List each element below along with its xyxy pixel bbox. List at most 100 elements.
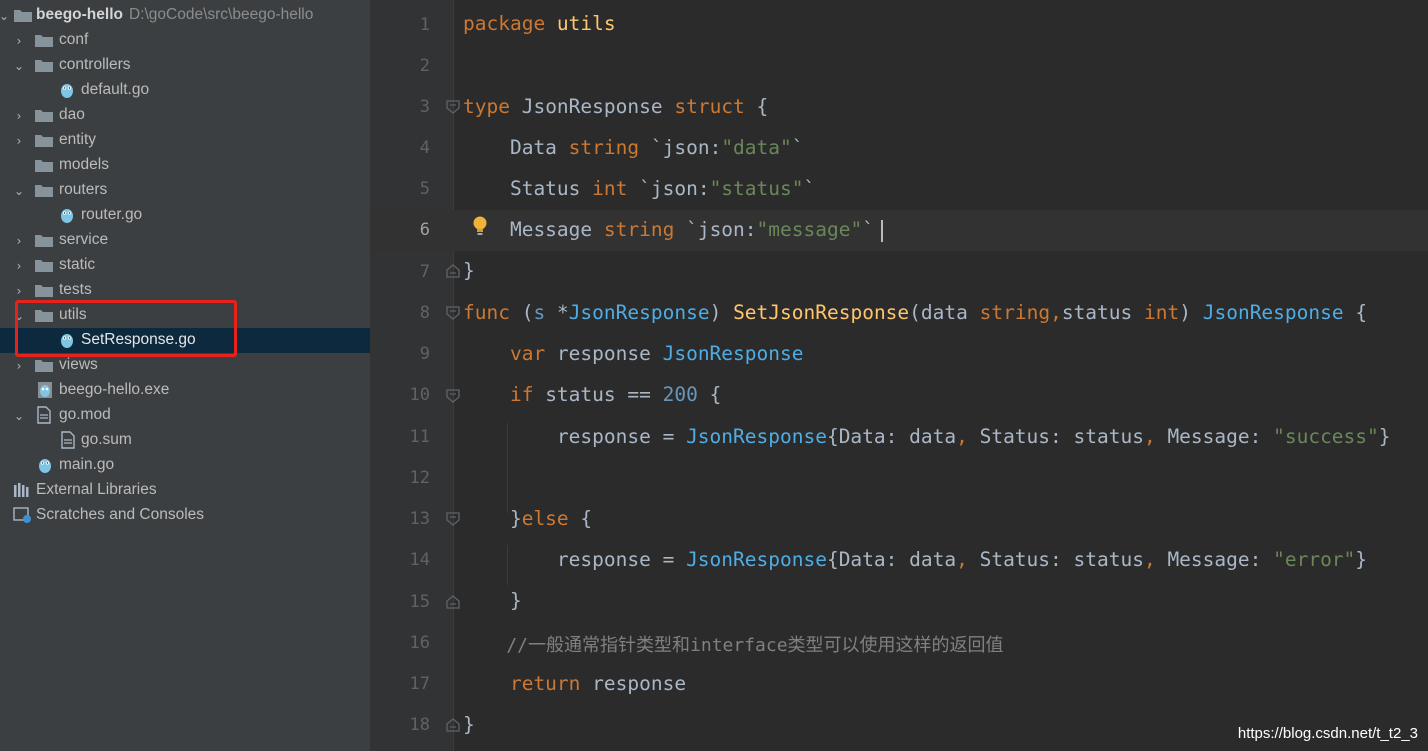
chevron-right-icon[interactable]: › bbox=[16, 234, 22, 248]
chevron-right-icon[interactable]: › bbox=[16, 259, 22, 273]
token: type bbox=[463, 95, 510, 118]
tree-item-label: models bbox=[59, 156, 109, 173]
tree-item-go-sum[interactable]: go.sum bbox=[0, 428, 370, 453]
tree-item-static[interactable]: › static bbox=[0, 253, 370, 278]
chevron-down-icon[interactable]: ⌄ bbox=[13, 309, 25, 323]
code-line-1: package utils bbox=[463, 12, 616, 35]
chevron-down-icon[interactable]: ⌄ bbox=[13, 59, 25, 73]
tree-root-beego-hello[interactable]: ⌄ beego-hello D:\goCode\src\beego-hello bbox=[0, 3, 370, 28]
line-number: 7 bbox=[419, 262, 430, 282]
token: {Data: data bbox=[826, 425, 957, 448]
tree-item-models[interactable]: models bbox=[0, 153, 370, 178]
token: { bbox=[568, 507, 593, 530]
fold-close-icon[interactable] bbox=[446, 595, 460, 609]
tree-item-utils[interactable]: ⌄ utils bbox=[0, 303, 370, 328]
tree-item-label: tests bbox=[59, 281, 92, 298]
fold-close-icon[interactable] bbox=[446, 264, 460, 278]
lightbulb-icon[interactable] bbox=[471, 215, 489, 237]
indent-guide bbox=[507, 545, 508, 585]
tree-item-conf[interactable]: › conf bbox=[0, 28, 370, 53]
code-line-14: response = JsonResponse{Data: data, Stat… bbox=[463, 548, 1367, 571]
line-number: 13 bbox=[409, 509, 430, 529]
fold-open-icon[interactable] bbox=[446, 306, 460, 320]
tree-item-dao[interactable]: › dao bbox=[0, 103, 370, 128]
fold-open-icon[interactable] bbox=[446, 512, 460, 526]
fold-open-icon[interactable] bbox=[446, 389, 460, 403]
tree-item-label: go.mod bbox=[59, 406, 111, 423]
token: {Data: data bbox=[826, 548, 957, 571]
token: string bbox=[603, 218, 675, 241]
line-number-current: 6 bbox=[419, 220, 430, 240]
chevron-right-icon[interactable]: › bbox=[16, 34, 22, 48]
project-path: D:\goCode\src\beego-hello bbox=[128, 6, 314, 23]
token: Message: bbox=[1155, 548, 1274, 571]
indent-guide bbox=[507, 423, 508, 513]
code-line-6: Message string `json:"message"` bbox=[463, 218, 874, 241]
fold-open-icon[interactable] bbox=[446, 100, 460, 114]
tree-item-go-mod[interactable]: ⌄ go.mod bbox=[0, 403, 370, 428]
line-number: 11 bbox=[409, 427, 430, 447]
token: JsonResponse bbox=[1202, 301, 1344, 324]
tree-item-default-go[interactable]: default.go bbox=[0, 78, 370, 103]
tree-item-label: routers bbox=[59, 181, 108, 198]
tree-item-controllers[interactable]: ⌄ controllers bbox=[0, 53, 370, 78]
tree-item-label: External Libraries bbox=[36, 481, 157, 498]
tree-item-views[interactable]: › views bbox=[0, 353, 370, 378]
tree-item-setresponse-go[interactable]: SetResponse.go bbox=[0, 328, 370, 353]
tree-item-router-go[interactable]: router.go bbox=[0, 203, 370, 228]
token: ` bbox=[791, 136, 804, 159]
tree-item-beego-hello-exe[interactable]: beego-hello.exe bbox=[0, 378, 370, 403]
folder-icon bbox=[35, 110, 53, 122]
token: JsonResponse bbox=[662, 342, 804, 365]
chevron-down-icon[interactable]: ⌄ bbox=[0, 9, 10, 23]
chevron-right-icon[interactable]: › bbox=[16, 284, 22, 298]
scratches-icon bbox=[13, 507, 31, 523]
folder-icon bbox=[35, 185, 53, 197]
chevron-down-icon[interactable]: ⌄ bbox=[13, 409, 25, 423]
line-number: 15 bbox=[409, 592, 430, 612]
folder-icon bbox=[35, 260, 53, 272]
token: * bbox=[545, 301, 569, 324]
code-line-11: response = JsonResponse{Data: data, Stat… bbox=[463, 425, 1391, 448]
tree-item-main-go[interactable]: main.go bbox=[0, 453, 370, 478]
token: ( bbox=[509, 301, 534, 324]
token: , bbox=[956, 425, 968, 448]
token: package bbox=[463, 12, 546, 35]
token: response bbox=[580, 672, 687, 695]
token: int bbox=[592, 177, 628, 200]
line-number: 10 bbox=[409, 385, 430, 405]
chevron-down-icon[interactable]: ⌄ bbox=[13, 184, 25, 198]
project-name: beego-hello bbox=[36, 6, 123, 23]
token: JsonResponse bbox=[686, 425, 827, 448]
tree-item-scratches-and-consoles[interactable]: Scratches and Consoles bbox=[0, 503, 370, 528]
tree-item-label: go.sum bbox=[81, 431, 132, 448]
fold-close-icon[interactable] bbox=[446, 718, 460, 732]
line-number: 9 bbox=[419, 344, 430, 364]
tree-item-label: entity bbox=[59, 131, 97, 148]
token: status == bbox=[533, 383, 663, 406]
tree-item-entity[interactable]: › entity bbox=[0, 128, 370, 153]
token: { bbox=[697, 383, 722, 406]
token: struct bbox=[674, 95, 745, 118]
chevron-right-icon[interactable]: › bbox=[16, 109, 22, 123]
code-line-17: return response bbox=[463, 672, 686, 695]
token: Status bbox=[463, 177, 593, 200]
current-line-highlight bbox=[370, 210, 1428, 251]
tree-item-routers[interactable]: ⌄ routers bbox=[0, 178, 370, 203]
token: if bbox=[463, 383, 534, 406]
tree-item-service[interactable]: › service bbox=[0, 228, 370, 253]
tree-item-tests[interactable]: › tests bbox=[0, 278, 370, 303]
chevron-right-icon[interactable]: › bbox=[16, 134, 22, 148]
gopher-file-icon bbox=[61, 84, 73, 98]
token: "error" bbox=[1273, 548, 1356, 571]
tree-item-label: static bbox=[59, 256, 96, 273]
token: int bbox=[1144, 301, 1180, 324]
token: ) bbox=[1179, 301, 1203, 324]
text-caret bbox=[881, 220, 883, 242]
chevron-right-icon[interactable]: › bbox=[16, 359, 22, 373]
code-editor[interactable] bbox=[454, 0, 1428, 751]
token: else bbox=[521, 507, 569, 530]
folder-icon bbox=[14, 10, 32, 22]
tree-item-external-libraries[interactable]: External Libraries bbox=[0, 478, 370, 503]
line-number: 12 bbox=[409, 468, 430, 488]
